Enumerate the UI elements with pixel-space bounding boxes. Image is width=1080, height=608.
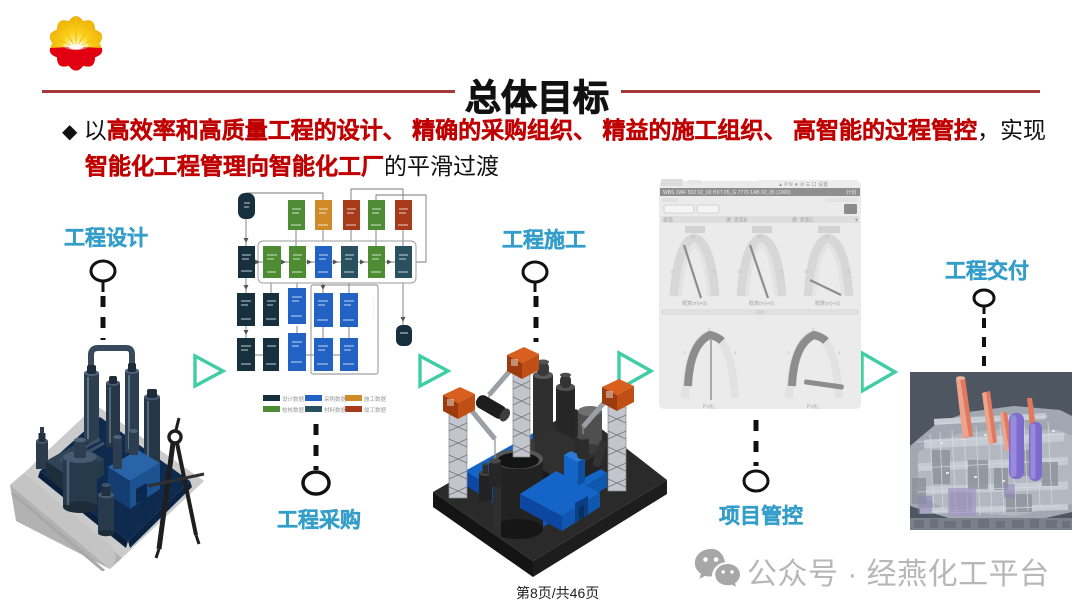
svg-text:类: 状态B: 类: 状态B bbox=[726, 217, 748, 224]
svg-text:类: 状态C: 类: 状态C bbox=[792, 217, 814, 224]
svg-text:采购数据: 采购数据 bbox=[324, 395, 347, 403]
svg-text:-5: -5 bbox=[786, 350, 790, 355]
svg-text:0: 0 bbox=[812, 326, 815, 331]
svg-text:25: 25 bbox=[804, 269, 809, 274]
svg-text:75: 75 bbox=[779, 269, 784, 274]
svg-text:校核数据: 校核数据 bbox=[282, 406, 305, 414]
svg-text:75: 75 bbox=[846, 269, 851, 274]
svg-text:75: 75 bbox=[712, 269, 717, 274]
svg-text:概算(m)+(t): 概算(m)+(t) bbox=[749, 300, 774, 307]
svg-text:WBS 1WF 502 02_03 HXT 05_G 777: WBS 1WF 502 02_03 HXT 05_G 7770 1AB 02_0… bbox=[663, 190, 791, 196]
svg-text:状态: 状态 bbox=[663, 217, 673, 224]
svg-text:P+(t): P+(t) bbox=[807, 404, 818, 410]
svg-text:概算(m)+(t): 概算(m)+(t) bbox=[815, 300, 840, 307]
svg-text:50: 50 bbox=[758, 234, 763, 239]
svg-text:材料数据: 材料数据 bbox=[324, 406, 347, 414]
svg-text:5: 5 bbox=[838, 350, 841, 355]
svg-text:计划: 计划 bbox=[846, 189, 856, 196]
svg-text:25: 25 bbox=[737, 269, 742, 274]
svg-text:施工数据: 施工数据 bbox=[364, 395, 387, 403]
svg-text:50: 50 bbox=[825, 234, 830, 239]
svg-text:25: 25 bbox=[670, 269, 675, 274]
svg-text:P+(t): P+(t) bbox=[703, 404, 714, 410]
svg-text:0: 0 bbox=[708, 326, 711, 331]
svg-text:概算(m)+(t): 概算(m)+(t) bbox=[682, 300, 707, 307]
svg-text:50: 50 bbox=[691, 234, 696, 239]
svg-text:▲ P N ★ ⚙ ☰ 口 设置: ▲ P N ★ ⚙ ☰ 口 设置 bbox=[778, 181, 828, 188]
svg-text:-5: -5 bbox=[682, 350, 686, 355]
svg-text:设计数据: 设计数据 bbox=[282, 395, 305, 403]
svg-text:▼: ▼ bbox=[854, 218, 859, 224]
svg-text:竣工数据: 竣工数据 bbox=[364, 406, 387, 414]
svg-text:· · · · · · · · ·: · · · · · · · · · bbox=[371, 297, 376, 318]
svg-text:5: 5 bbox=[734, 350, 737, 355]
